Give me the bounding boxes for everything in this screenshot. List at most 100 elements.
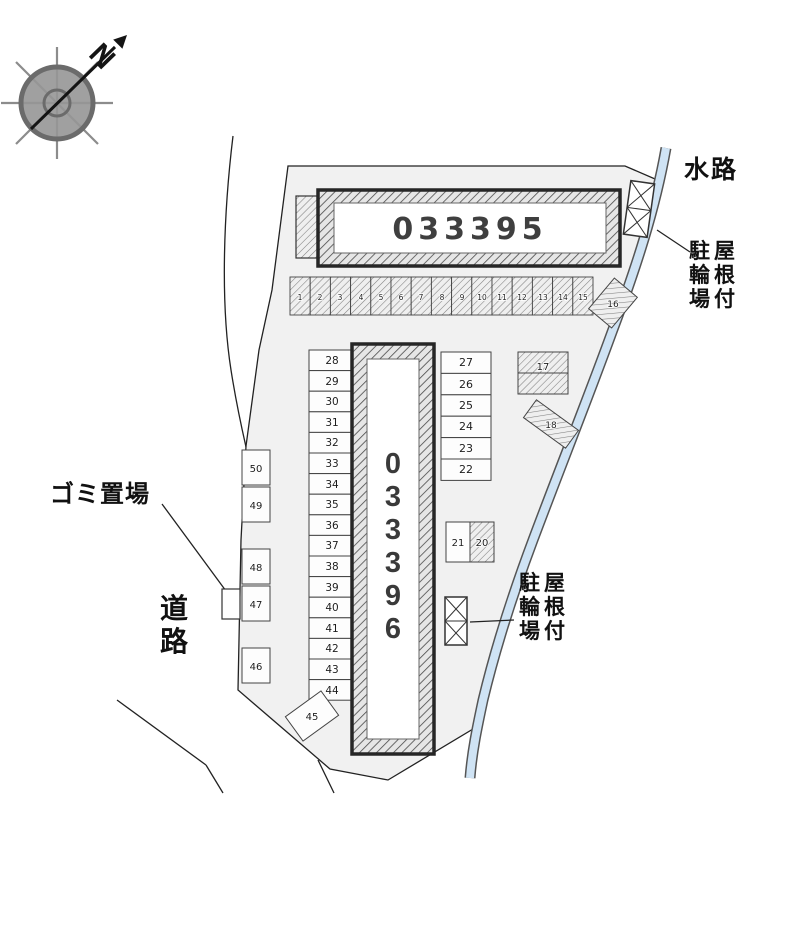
stall-number: 36	[325, 520, 339, 532]
stall-number: 24	[459, 420, 473, 433]
bike-shed-label-col2: 屋 根 付	[544, 572, 565, 644]
bike-shed-cross	[626, 183, 655, 208]
bike-shed-label-col1: 駐 輪 場	[519, 572, 540, 644]
road-edge-left	[223, 135, 247, 448]
parking-stall	[522, 399, 580, 449]
stall-number: 22	[459, 463, 473, 476]
parking-stall	[284, 690, 340, 742]
stall-number: 13	[538, 293, 548, 302]
stall-number: 9	[460, 293, 465, 302]
compass-center	[42, 88, 72, 118]
stall-number: 38	[325, 561, 338, 573]
stall-number: 37	[325, 540, 338, 552]
bike-shed-top	[622, 179, 656, 239]
building-a-number: 033395	[392, 212, 547, 247]
bike-shed-label-col2: 屋 根 付	[714, 240, 735, 312]
parking-column-left: 28 29 30 31 32 33 34 35 36 37 38 39 40 4…	[308, 349, 356, 701]
stall-number: 3	[338, 293, 343, 302]
stall-number: 11	[497, 293, 507, 302]
waterway-label: 水路	[684, 156, 739, 184]
building-033396	[350, 342, 436, 756]
bike-shed-cross	[444, 596, 468, 622]
stall-number: 44	[325, 685, 339, 697]
waterway-water	[466, 147, 670, 779]
stall-number: 39	[325, 582, 338, 594]
parking-stall-16: 16	[587, 277, 639, 329]
stall-number: 2	[318, 293, 323, 302]
compass: N	[1, 35, 127, 159]
parking-stall	[587, 277, 639, 329]
bike-shed-cross	[444, 620, 468, 646]
stall-number: 31	[325, 417, 338, 429]
stall-number: 30	[325, 396, 338, 408]
building-a-label-box	[333, 202, 607, 254]
road-lines	[116, 135, 335, 794]
stall-number: 50	[250, 464, 263, 475]
garbage-pointer-line	[161, 503, 227, 592]
stall-number: 16	[607, 300, 619, 310]
stall-number: 25	[459, 399, 473, 412]
building-b-number: 0 3 3 3 9 6	[384, 448, 402, 645]
stall-number: 18	[545, 421, 557, 431]
parking-column-right: 27 26 25 24 23 22	[440, 351, 492, 481]
stall-number: 45	[306, 712, 319, 723]
stall-number: 29	[325, 376, 338, 388]
parking-stall	[241, 548, 271, 585]
parking-stall	[241, 647, 271, 684]
parking-stall	[517, 372, 569, 395]
building-a-stairs	[295, 195, 319, 259]
parking-stall	[469, 521, 495, 563]
stall-number: 8	[440, 293, 445, 302]
parking-stall	[241, 486, 271, 523]
bike-shed-mid-pointer	[469, 619, 515, 623]
stall-number: 35	[325, 499, 338, 511]
road-edge-bottom3	[317, 759, 335, 794]
stall-number: 4	[359, 293, 364, 302]
garbage-label: ゴミ置場	[50, 481, 150, 508]
parking-row-top: 1 2 3 4 5 6 7 8 9 10 11 12 13 14 15	[289, 276, 594, 316]
stall-number: 28	[325, 355, 338, 367]
stall-number: 15	[578, 293, 588, 302]
stall-number: 17	[537, 362, 550, 373]
building-033395: 033395	[295, 188, 622, 268]
parking-stall	[440, 458, 492, 481]
stall-number: 5	[379, 293, 384, 302]
parking-stall	[572, 276, 594, 316]
stall-number: 7	[419, 293, 424, 302]
bike-shed-mid-label: 駐 輪 場 屋 根 付	[518, 572, 566, 644]
stall-number: 26	[459, 378, 473, 391]
building-b-label-box	[366, 358, 420, 740]
north-arrow-head	[113, 35, 127, 49]
stall-number: 46	[250, 662, 263, 673]
bike-shed-cross	[623, 210, 652, 235]
stall-number: 40	[325, 602, 338, 614]
stall-number: 14	[558, 293, 568, 302]
stall-number: 43	[325, 664, 338, 676]
compass-ring	[18, 64, 96, 142]
road-edge-bottom2	[205, 764, 224, 794]
road-label: 道 路	[160, 593, 189, 658]
north-arrow	[29, 45, 117, 131]
parking-stall	[241, 585, 271, 622]
stall-number: 49	[250, 501, 263, 512]
stall-number: 23	[459, 442, 473, 455]
stall-number: 6	[399, 293, 404, 302]
stall-number: 32	[325, 437, 338, 449]
stall-number: 20	[476, 538, 489, 549]
stall-number: 41	[325, 623, 338, 635]
stall-number: 10	[477, 293, 487, 302]
stall-number: 47	[250, 600, 263, 611]
stall-number: 33	[325, 458, 338, 470]
stall-number: 48	[250, 563, 263, 574]
bike-shed-top-label: 駐 輪 場 屋 根 付	[688, 240, 736, 312]
parking-stalls-20-21: 21 20	[445, 521, 495, 563]
waterway-channel	[464, 147, 672, 779]
stall-number: 34	[325, 479, 339, 491]
stall-number: 42	[325, 643, 338, 655]
stall-number: 21	[452, 538, 465, 549]
garbage-box	[221, 588, 241, 620]
bike-shed-midline	[627, 206, 651, 212]
bike-shed-label-col1: 駐 輪 場	[689, 240, 710, 312]
bike-shed-top-pointer	[656, 229, 691, 253]
